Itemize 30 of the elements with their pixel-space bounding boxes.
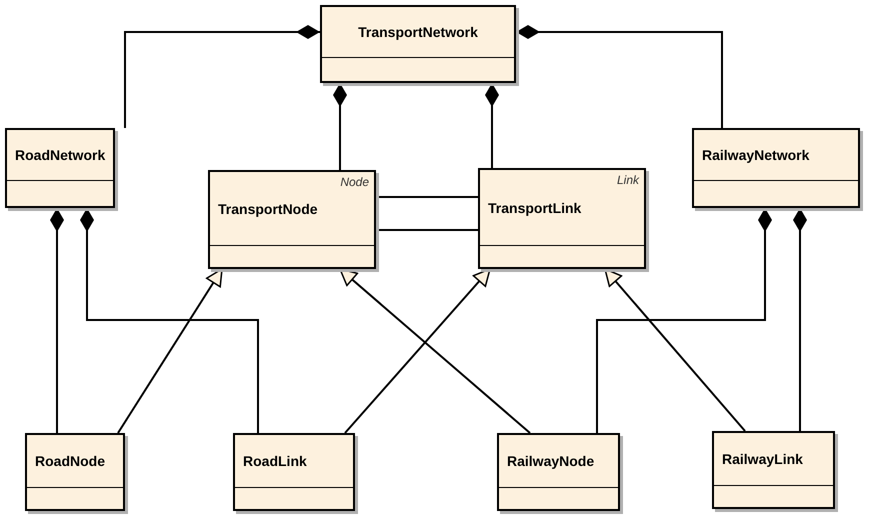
class-name: RoadNode [35,453,105,469]
class-name: RailwayNode [507,453,594,469]
composition-line [516,25,723,128]
class-name: TransportNode [218,200,318,216]
class-box [208,170,376,269]
class-box [478,168,646,269]
class-name: RoadNetwork [15,147,106,163]
composition-line [485,83,499,168]
class-box [712,431,835,509]
stereotype-label: Node [340,175,369,189]
class-name: RailwayNetwork [702,147,810,163]
class-name: TransportLink [488,200,582,216]
class-name: RoadLink [243,453,307,469]
composition-line [124,25,320,128]
composition-line [50,208,64,433]
association-line [376,196,478,198]
class-box [5,128,115,208]
class-name: TransportNetwork [358,24,478,40]
association-line [376,229,478,231]
composition-line [80,208,259,433]
stereotype-label: Link [616,173,639,187]
class-box [25,433,125,511]
class-box [233,433,355,511]
class-box [320,5,516,83]
composition-line [596,208,772,433]
class-name: RailwayLink [722,451,803,467]
class-box [497,433,620,511]
class-box [692,128,860,208]
composition-line [793,208,807,431]
composition-line [333,83,347,170]
